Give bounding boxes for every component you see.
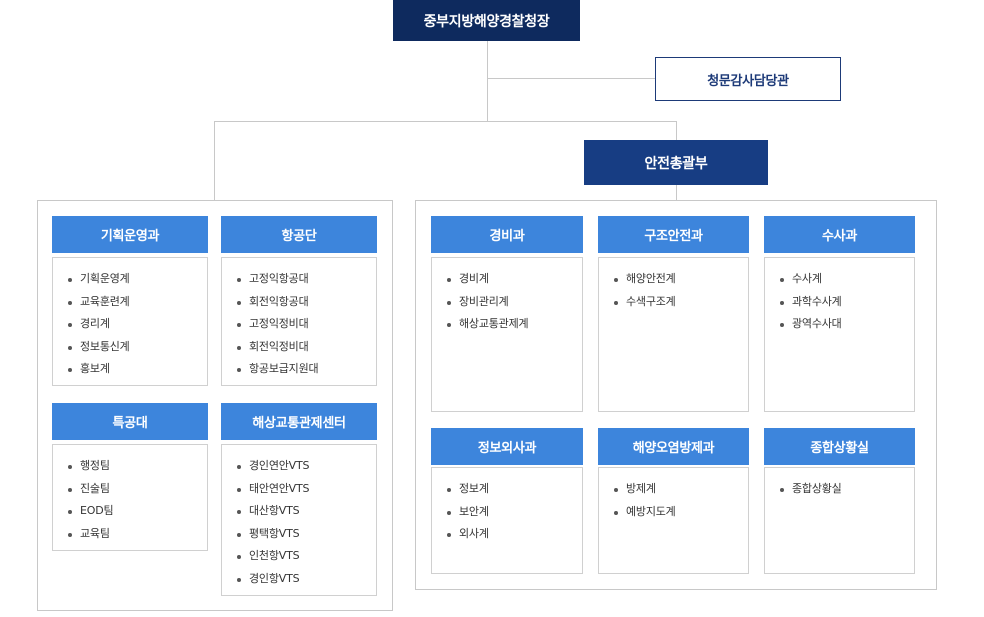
safety-division-label: 안전총괄부 (644, 155, 708, 172)
connector-left-drop (214, 121, 215, 200)
dept-list-aviation: 고정익항공대 회전익항공대 고정익정비대 회전익정비대 항공보급지원대 (221, 257, 377, 386)
dept-title-vts-center[interactable]: 해상교통관제센터 (221, 403, 377, 440)
list-item: EOD팀 (53, 500, 207, 523)
list-item: 항공보급지원대 (222, 358, 376, 381)
list-item: 평택항VTS (222, 523, 376, 546)
list-item: 정보통신계 (53, 336, 207, 359)
list-item: 과학수사계 (765, 291, 914, 314)
connector-audit (487, 78, 655, 79)
dept-title-pollution-response[interactable]: 해양오염방제과 (598, 428, 749, 465)
list-item: 정보계 (432, 478, 582, 501)
dept-list-vts-center: 경인연안VTS 태안연안VTS 대산항VTS 평택항VTS 인천항VTS 경인항… (221, 444, 377, 596)
dept-title-intelligence[interactable]: 정보외사과 (431, 428, 583, 465)
list-item: 수색구조계 (599, 291, 748, 314)
dept-title-rescue-safety[interactable]: 구조안전과 (598, 216, 749, 253)
list-item: 진술팀 (53, 478, 207, 501)
dept-list-planning: 기획운영계 교육훈련계 경리계 정보통신계 홍보계 (52, 257, 208, 386)
list-item: 고정익정비대 (222, 313, 376, 336)
list-item: 예방지도계 (599, 501, 748, 524)
list-item: 기획운영계 (53, 268, 207, 291)
list-item: 종합상황실 (765, 478, 914, 501)
list-item: 태안연안VTS (222, 478, 376, 501)
list-item: 광역수사대 (765, 313, 914, 336)
dept-list-intelligence: 정보계 보안계 외사계 (431, 467, 583, 574)
list-item: 보안계 (432, 501, 582, 524)
headquarters-label: 중부지방해양경찰청장 (423, 13, 550, 30)
dept-list-pollution-response: 방제계 예방지도계 (598, 467, 749, 574)
dept-list-special-forces: 행정팀 진술팀 EOD팀 교육팀 (52, 444, 208, 551)
dept-list-investigation: 수사계 과학수사계 광역수사대 (764, 257, 915, 412)
dept-title-planning[interactable]: 기획운영과 (52, 216, 208, 253)
list-item: 경비계 (432, 268, 582, 291)
list-item: 고정익항공대 (222, 268, 376, 291)
dept-title-situation-room[interactable]: 종합상황실 (764, 428, 915, 465)
list-item: 해상교통관제계 (432, 313, 582, 336)
list-item: 방제계 (599, 478, 748, 501)
list-item: 행정팀 (53, 455, 207, 478)
dept-list-guard: 경비계 장비관리계 해상교통관제계 (431, 257, 583, 412)
list-item: 경리계 (53, 313, 207, 336)
list-item: 경인항VTS (222, 568, 376, 591)
list-item: 홍보계 (53, 358, 207, 381)
list-item: 회전익항공대 (222, 291, 376, 314)
dept-title-investigation[interactable]: 수사과 (764, 216, 915, 253)
list-item: 장비관리계 (432, 291, 582, 314)
list-item: 회전익정비대 (222, 336, 376, 359)
connector-safety-drop (676, 121, 677, 141)
dept-list-rescue-safety: 해양안전계 수색구조계 (598, 257, 749, 412)
headquarters-box[interactable]: 중부지방해양경찰청장 (393, 0, 580, 41)
connector-horizontal (214, 121, 677, 122)
safety-division-box[interactable]: 안전총괄부 (584, 140, 768, 185)
list-item: 인천항VTS (222, 545, 376, 568)
dept-title-guard[interactable]: 경비과 (431, 216, 583, 253)
list-item: 해양안전계 (599, 268, 748, 291)
list-item: 외사계 (432, 523, 582, 546)
audit-office-box[interactable]: 청문감사담당관 (655, 57, 841, 101)
dept-title-special-forces[interactable]: 특공대 (52, 403, 208, 440)
list-item: 경인연안VTS (222, 455, 376, 478)
dept-title-aviation[interactable]: 항공단 (221, 216, 377, 253)
list-item: 교육팀 (53, 523, 207, 546)
connector-hq-vertical (487, 41, 488, 121)
list-item: 대산항VTS (222, 500, 376, 523)
dept-list-situation-room: 종합상황실 (764, 467, 915, 574)
audit-office-label: 청문감사담당관 (707, 73, 789, 89)
list-item: 교육훈련계 (53, 291, 207, 314)
connector-right-drop (676, 185, 677, 201)
list-item: 수사계 (765, 268, 914, 291)
